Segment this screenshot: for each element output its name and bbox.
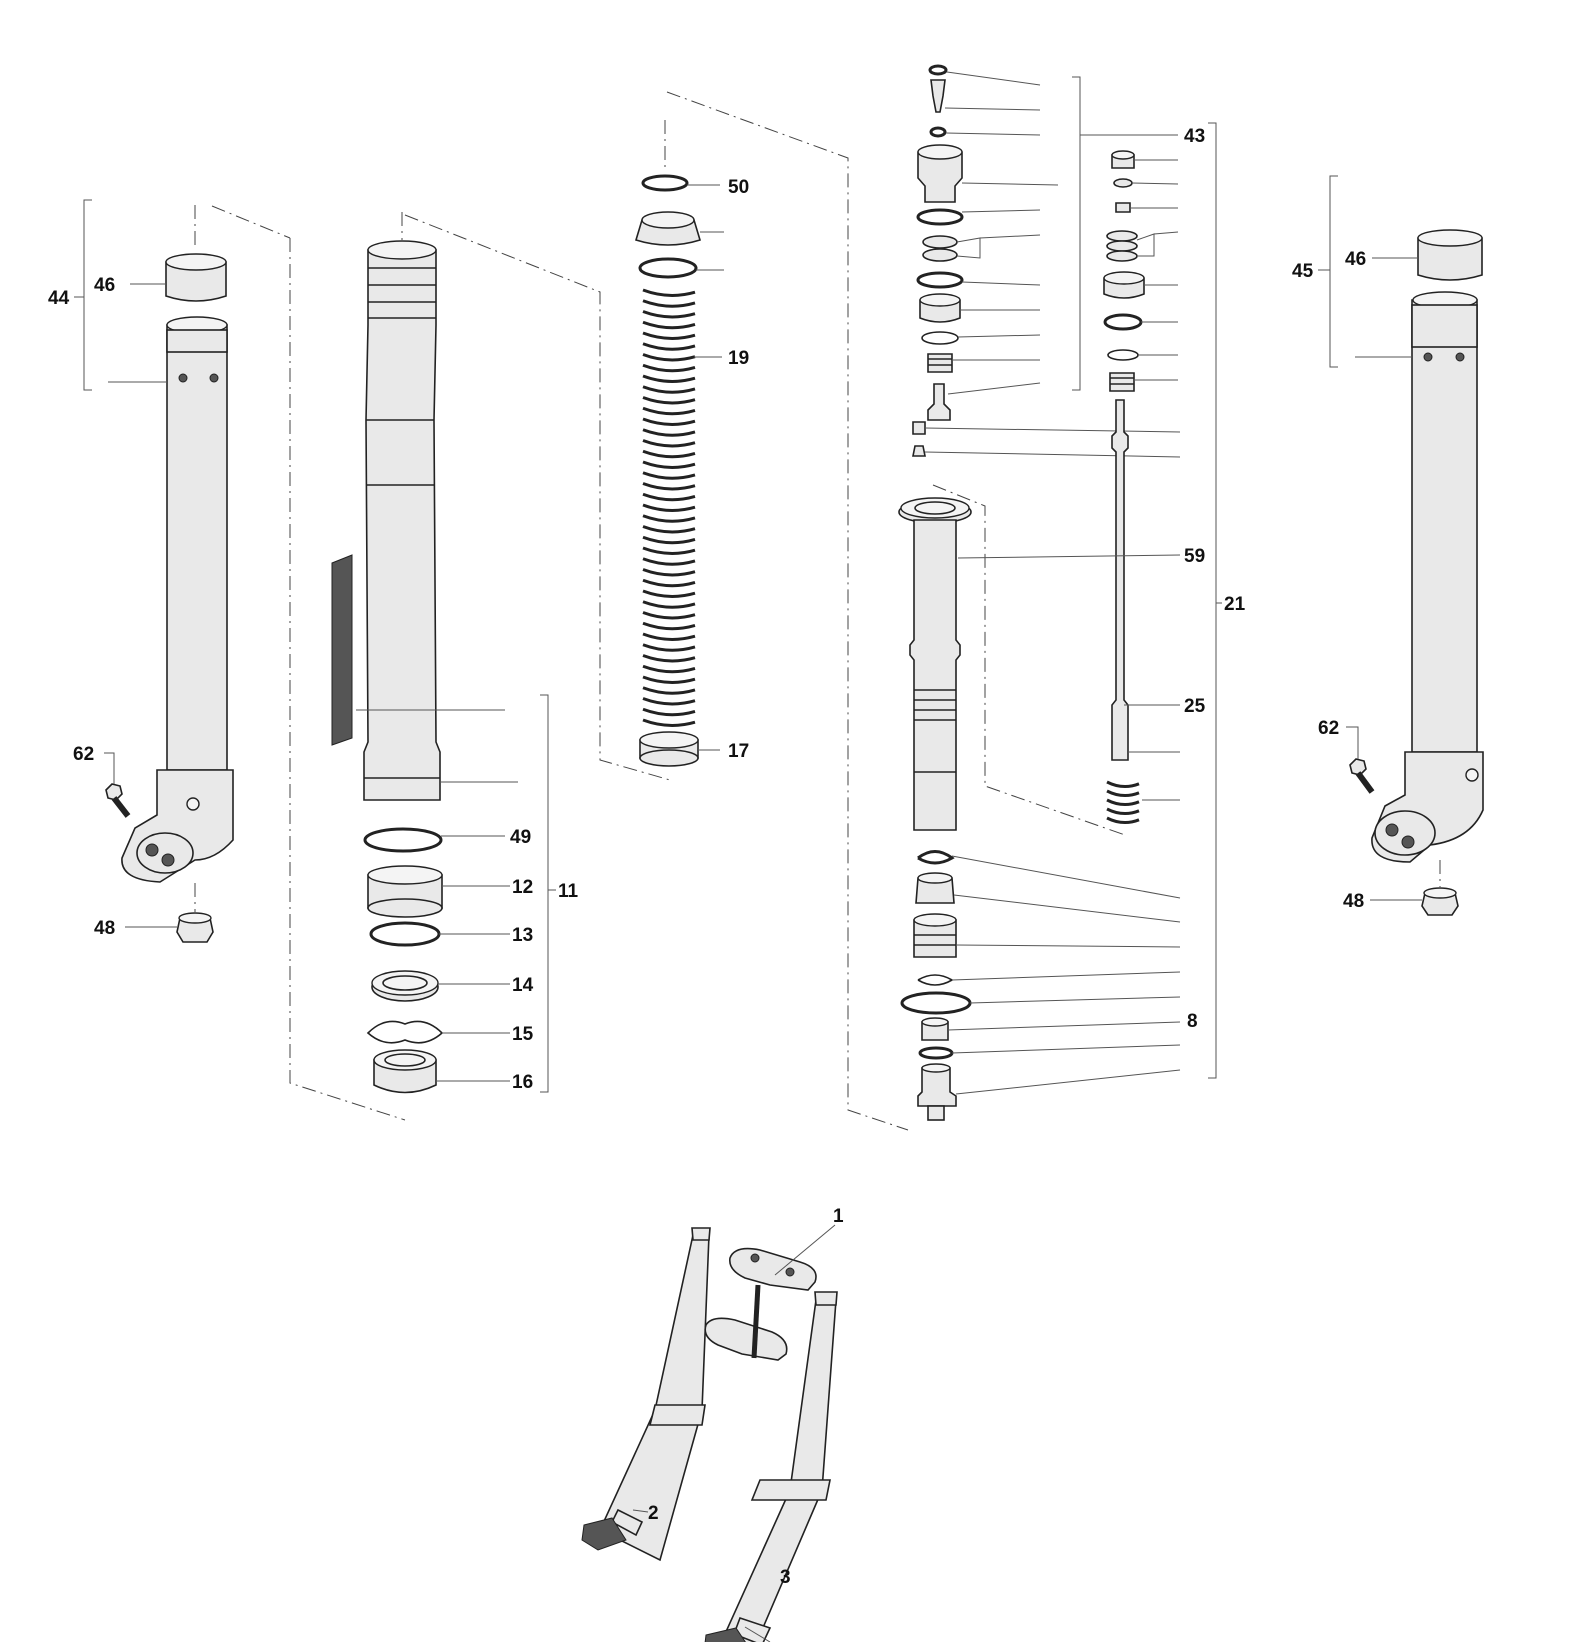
spring-column xyxy=(635,91,909,1131)
label-8: 8 xyxy=(1187,1011,1198,1032)
label-62-right: 62 xyxy=(1318,718,1339,739)
label-46-right: 46 xyxy=(1345,249,1366,270)
label-21: 21 xyxy=(1224,594,1246,615)
label-19: 19 xyxy=(728,348,749,369)
label-14: 14 xyxy=(512,975,534,996)
fork-spring xyxy=(642,288,696,727)
outer-tube-right xyxy=(1318,175,1484,916)
label-11: 11 xyxy=(558,881,579,902)
label-48-right: 48 xyxy=(1343,891,1364,912)
label-62-left: 62 xyxy=(73,744,94,765)
label-15: 15 xyxy=(512,1024,534,1045)
label-43: 43 xyxy=(1184,126,1205,147)
label-50: 50 xyxy=(728,177,749,198)
label-16: 16 xyxy=(512,1072,533,1093)
label-46-left: 46 xyxy=(94,275,115,296)
label-44: 44 xyxy=(48,288,70,309)
label-2: 2 xyxy=(648,1503,659,1524)
label-45: 45 xyxy=(1292,261,1314,282)
label-3: 3 xyxy=(780,1567,791,1588)
cartridge-assembly xyxy=(898,64,1222,1121)
label-13: 13 xyxy=(512,925,533,946)
outer-tube-left xyxy=(74,199,291,943)
label-49: 49 xyxy=(510,827,531,848)
label-48-left: 48 xyxy=(94,918,115,939)
rebound-spring xyxy=(1106,780,1140,824)
fork-assembly-overview xyxy=(581,1224,838,1642)
label-12: 12 xyxy=(512,877,533,898)
part-labels: 1 2 3 8 11 12 13 14 15 16 17 19 21 25 43… xyxy=(48,126,1366,1588)
label-59: 59 xyxy=(1184,546,1205,567)
label-25: 25 xyxy=(1184,696,1206,717)
inner-tube-assembly xyxy=(289,212,671,1121)
label-1: 1 xyxy=(833,1206,844,1227)
label-17: 17 xyxy=(728,741,749,762)
